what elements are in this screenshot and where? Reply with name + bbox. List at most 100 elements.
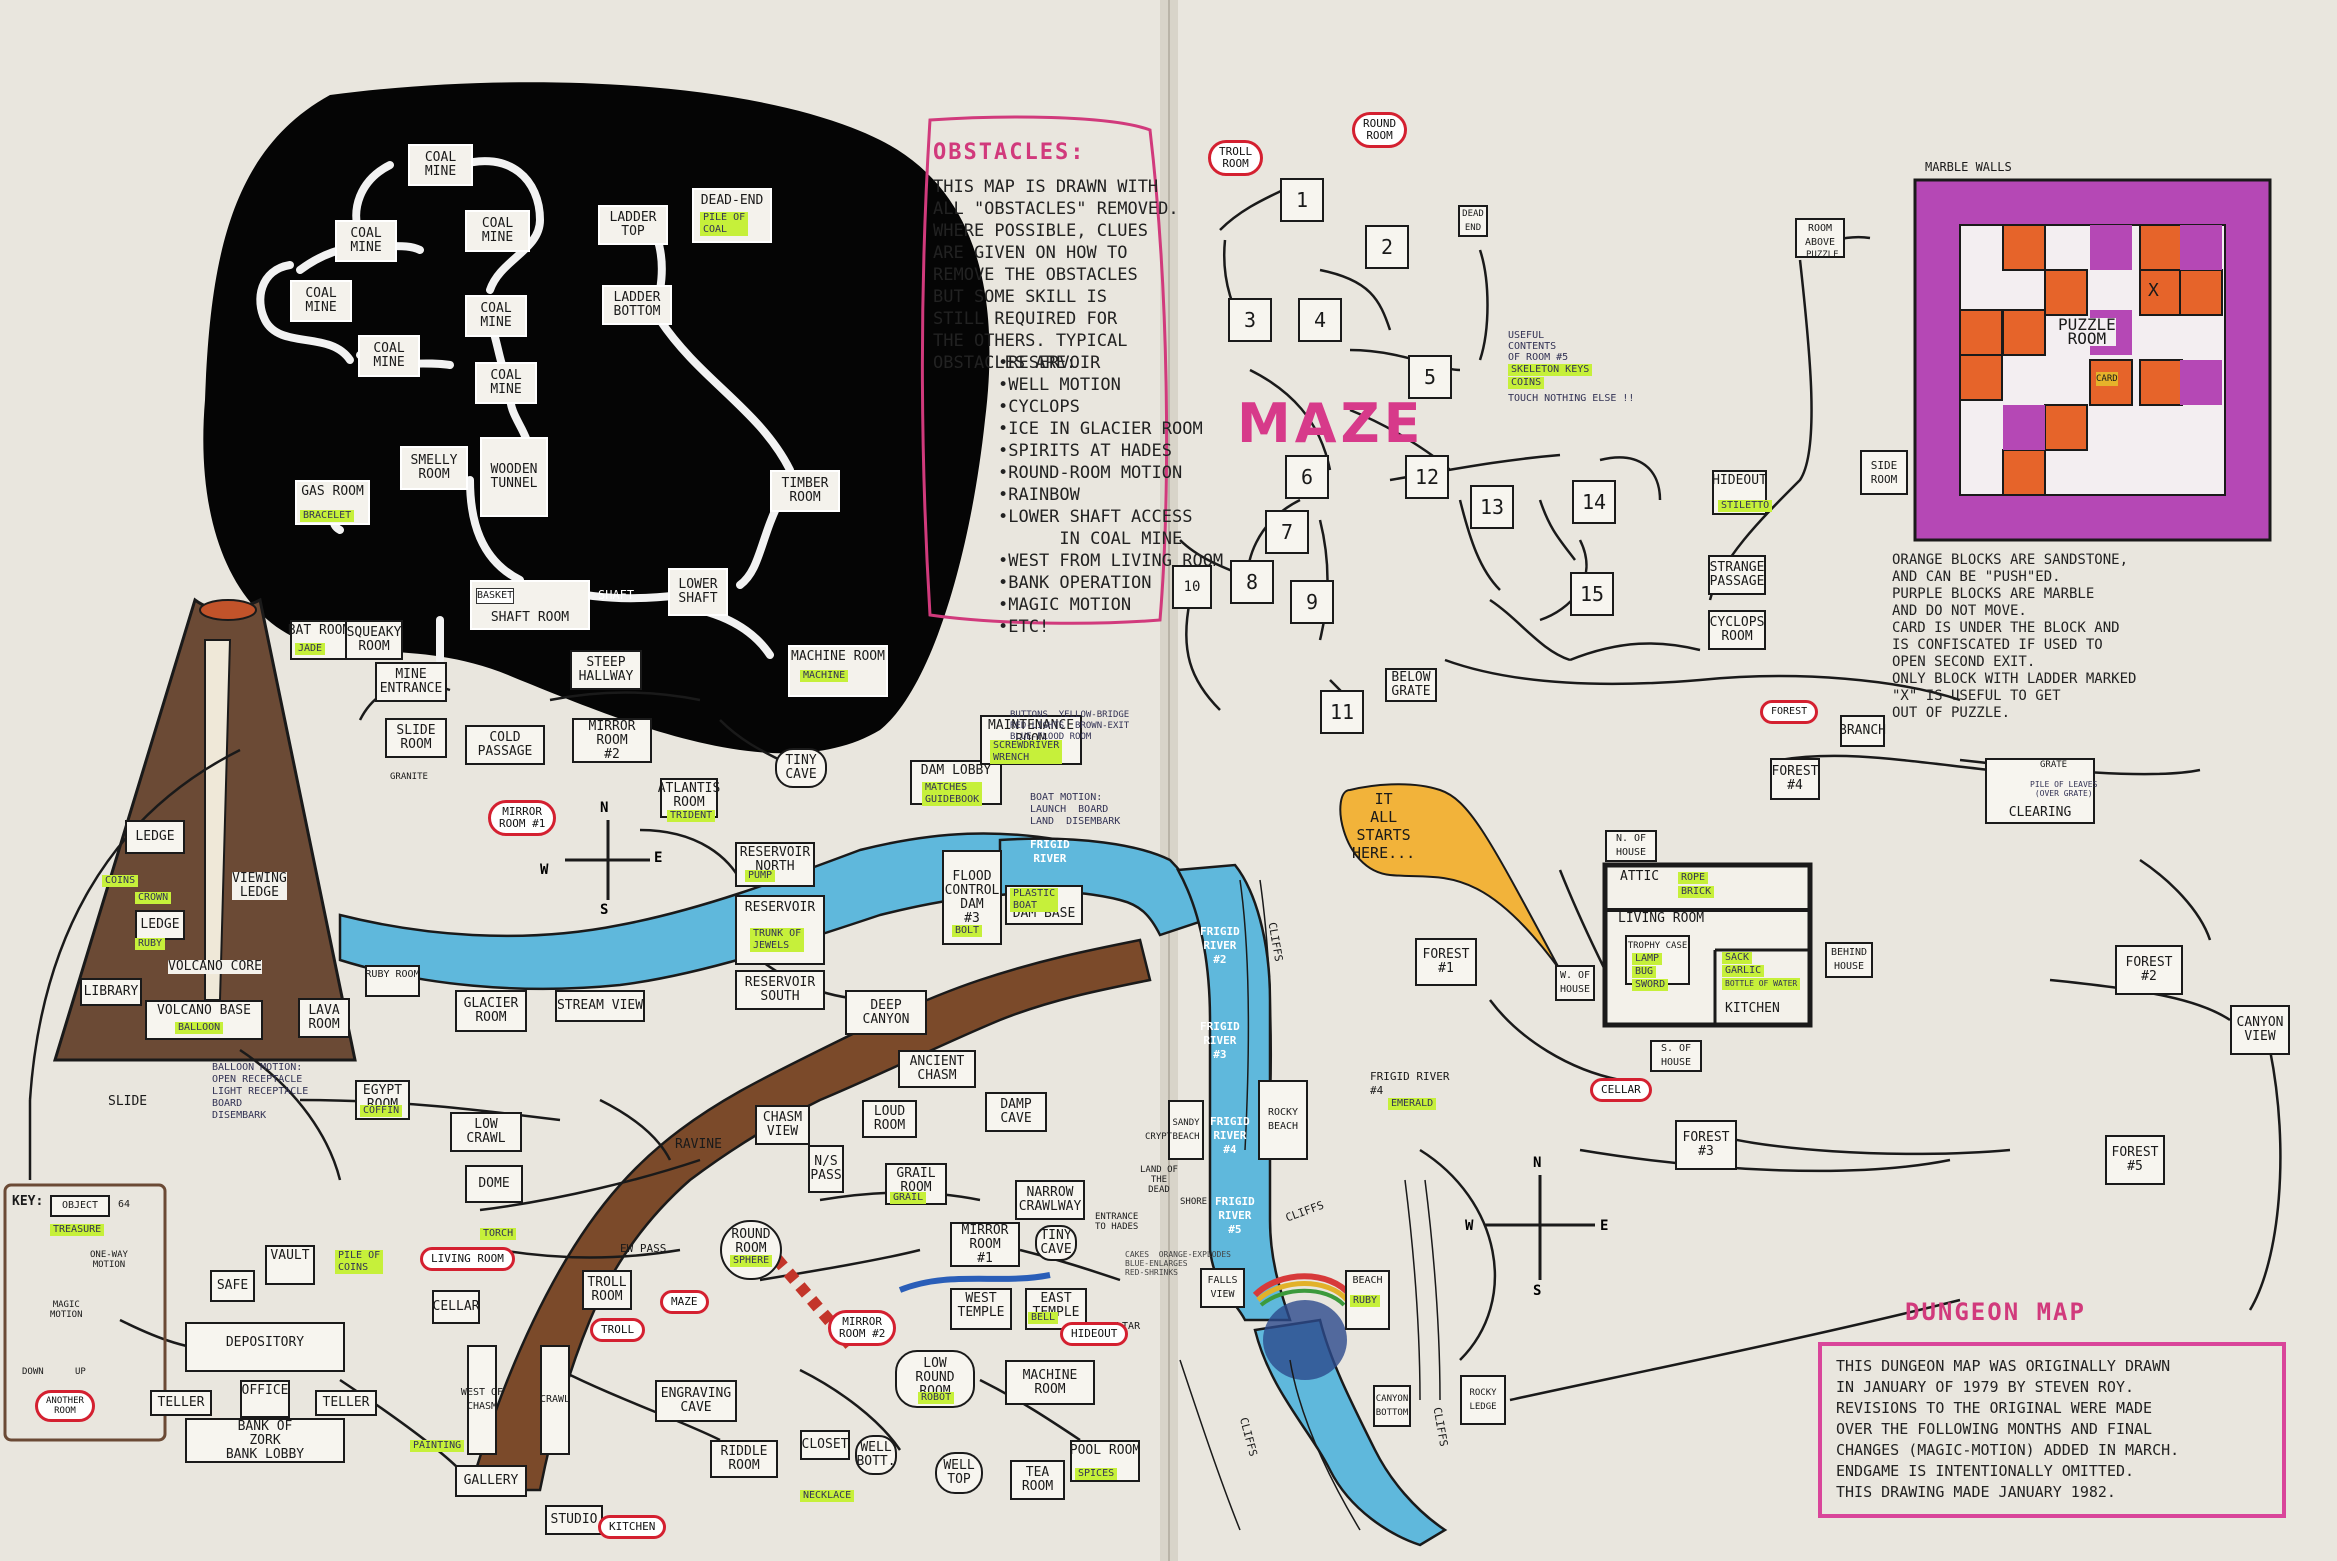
obstacles-title: OBSTACLES: (933, 140, 1086, 165)
maze-room-10: 10 (1172, 565, 1212, 609)
maze-room-11: 11 (1320, 690, 1364, 734)
coal-mine-room: COAL MINE (465, 210, 530, 252)
brick-tag: BRICK (1678, 886, 1715, 898)
office-room: OFFICE (240, 1380, 290, 1418)
puzzle-entry-label: PUZZLE (1806, 250, 1839, 260)
maze-useful-note: USEFUL CONTENTS OF ROOM #5 (1508, 330, 1569, 363)
sandstone-blocks (1959, 224, 2223, 496)
boat-motion-note: BOAT MOTION: LAUNCH BOARD LAND DISEMBARK (1030, 792, 1121, 827)
forest-2: FOREST #2 (2115, 945, 2183, 995)
maze-room-6: 6 (1285, 455, 1329, 499)
branch-room: BRANCH (1839, 715, 1886, 747)
granite-label: GRANITE (390, 772, 428, 782)
safe-room: SAFE (210, 1270, 255, 1302)
bell-tag: BELL (1028, 1312, 1059, 1324)
compass-s-right: S (1533, 1283, 1542, 1299)
screwdriver-tag: SCREWDRIVER WRENCH (990, 740, 1063, 764)
buoy-tag: EMERALD (1388, 1098, 1437, 1110)
compass-s-left: S (600, 902, 609, 918)
compass-n-right: N (1533, 1155, 1542, 1171)
maze-room-13: 13 (1470, 485, 1514, 529)
frigid-river-2: FRIGID RIVER #2 (1200, 925, 1240, 966)
key-title: KEY: (12, 1194, 44, 1209)
key-object: OBJECT (50, 1195, 110, 1217)
maze-room-5: 5 (1408, 355, 1452, 399)
frigid-river-label: FRIGID RIVER (1030, 838, 1070, 865)
west-of-house: W. OF HOUSE (1555, 965, 1595, 1001)
mirror-room-2: MIRROR ROOM #2 (572, 718, 652, 763)
steep-hallway: STEEP HALLWAY (570, 650, 642, 690)
squeaky-room: SQUEAKY ROOM (345, 620, 403, 660)
slide-label: SLIDE (108, 1094, 148, 1109)
forest-5: FOREST #5 (2105, 1135, 2165, 1185)
spices-tag: SPICES (1075, 1468, 1118, 1480)
coal-mine-room: COAL MINE (358, 335, 420, 377)
pile-of-leaves: PILE OF LEAVES (OVER GRATE) (2030, 780, 2098, 798)
depository: DEPOSITORY (185, 1322, 345, 1372)
room-above: ROOM ABOVE (1795, 218, 1845, 258)
narrow-crawlway: NARROW CRAWLWAY (1015, 1180, 1085, 1220)
frigid-river-4: FRIGID RIVER #4 (1210, 1115, 1250, 1156)
maze-dead-end: DEAD END (1458, 205, 1488, 237)
key-one-way: ONE-WAY MOTION (90, 1250, 128, 1270)
robot-tag: ROBOT (918, 1392, 955, 1404)
timber-room: TIMBER ROOM (770, 470, 840, 512)
sack-tag: SACK (1722, 952, 1753, 964)
compass-w-right: W (1465, 1218, 1474, 1234)
lamp-tag: LAMP (1632, 953, 1663, 965)
key-magic: MAGIC MOTION (50, 1300, 83, 1320)
library-room: LIBRARY (80, 978, 142, 1006)
ns-pass: N/S PASS (808, 1145, 844, 1193)
bug-tag: BUG (1632, 966, 1657, 978)
chasm (468, 938, 1152, 1492)
ruby-room: RUBY ROOM (365, 965, 420, 997)
garlic-tag: GARLIC (1722, 965, 1765, 977)
kitchen-label: KITCHEN (1725, 1001, 1780, 1016)
lower-shaft-room: LOWER SHAFT (668, 568, 728, 616)
compass-n-left: N (600, 800, 609, 816)
maze-room-3: 3 (1228, 298, 1272, 342)
west-of-chasm: WEST OF CHASM (461, 1345, 503, 1455)
bolt-tag: BOLT (952, 925, 983, 937)
machine-tag: MACHINE (800, 670, 849, 682)
vault-room: VAULT (265, 1245, 315, 1285)
balloon-motion-note: BALLOON MOTION: OPEN RECEPTACLE LIGHT RE… (212, 1062, 309, 1121)
start-bubble (1339, 783, 1561, 971)
teller-east: TELLER (315, 1390, 377, 1416)
teller-west: TELLER (150, 1390, 212, 1416)
round-room-pointer: ROUND ROOM (1352, 112, 1408, 148)
slide-room: SLIDE ROOM (385, 718, 447, 758)
coal-mine-room: COAL MINE (475, 362, 537, 404)
maze-room-7: 7 (1265, 510, 1309, 554)
stream-view: STREAM VIEW (555, 990, 645, 1022)
frigid-river-4-label: FRIGID RIVER #4 (1370, 1070, 1450, 1097)
kitchen-pointer: KITCHEN (598, 1515, 667, 1539)
puzzle-notes: ORANGE BLOCKS ARE SANDSTONE, AND CAN BE … (1892, 552, 2137, 721)
maze-room-8: 8 (1230, 560, 1274, 604)
coins-maze-tag: COINS (1508, 377, 1545, 389)
ladder-top-room: LADDER TOP (598, 205, 668, 245)
compass-e-right: E (1600, 1218, 1609, 1234)
behind-house: BEHIND HOUSE (1825, 942, 1873, 978)
shaft-label: SHAFT (598, 588, 635, 602)
maze-room-1: 1 (1280, 178, 1324, 222)
coal-mine-room: COAL MINE (290, 280, 352, 322)
living-room-pointer: LIVING ROOM (420, 1247, 515, 1271)
dungeon-map-credit: THIS DUNGEON MAP WAS ORIGINALLY DRAWN IN… (1818, 1342, 2286, 1518)
compass-left (565, 820, 650, 900)
chasm-view: CHASM VIEW (755, 1105, 810, 1145)
puzzle-room-label: PUZZLE ROOM (2058, 315, 2116, 348)
crypt-label: CRYPT (1145, 1132, 1173, 1142)
crown-tag: CROWN (135, 892, 172, 904)
closet: CLOSET (800, 1430, 850, 1460)
trident-tag: TRIDENT (667, 810, 716, 822)
troll-room-pointer: TROLL ROOM (1208, 140, 1264, 176)
studio: STUDIO (545, 1505, 603, 1535)
obstacles-frame (921, 115, 1169, 625)
cellar: CELLAR (432, 1290, 480, 1324)
compass-w-left: W (540, 862, 549, 878)
start-here-label: IT ALL STARTS HERE... (1352, 790, 1416, 862)
pump-tag: PUMP (745, 870, 776, 882)
ladder-bottom-room: LADDER BOTTOM (602, 285, 672, 325)
